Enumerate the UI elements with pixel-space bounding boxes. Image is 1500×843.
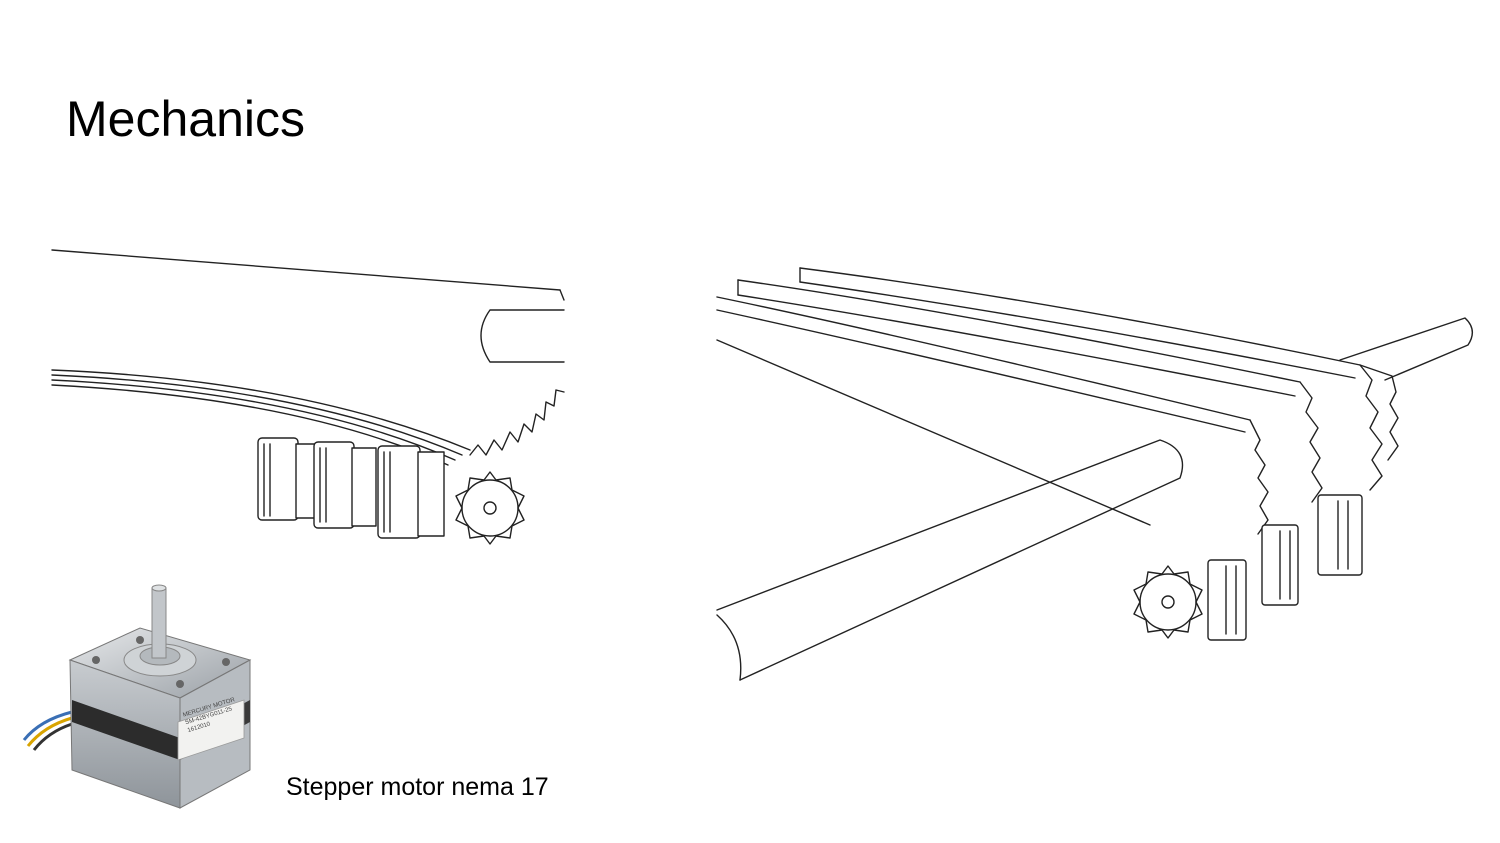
pinion-gear-icon	[455, 471, 525, 545]
photo-caption: Stepper motor nema 17	[286, 773, 549, 801]
pinion-gear-icon	[1133, 565, 1203, 639]
slide-title: Mechanics	[66, 91, 305, 147]
